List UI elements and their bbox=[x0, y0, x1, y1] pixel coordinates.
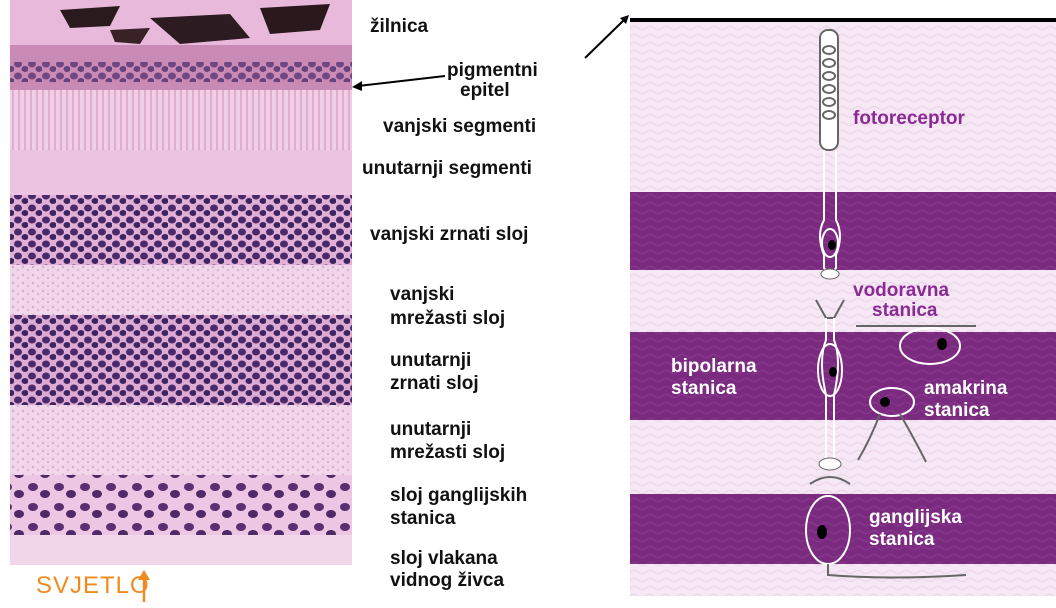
label-horizontal-line2: stanica bbox=[872, 300, 937, 322]
label-inner-plexiform-line1: unutarnji bbox=[390, 419, 471, 441]
label-horizontal-line1: vodoravna bbox=[853, 280, 949, 302]
label-pigment-epithelium-line1: pigmentni bbox=[447, 60, 538, 82]
retina-schematic bbox=[630, 0, 1056, 608]
label-inner-segments: unutarnji segmenti bbox=[362, 158, 532, 180]
leader-arrowhead-pigment bbox=[352, 81, 362, 91]
label-bipolar-line2: stanica bbox=[671, 378, 736, 400]
label-ganglion-line1: ganglijska bbox=[869, 507, 962, 529]
label-ganglion-layer-line2: stanica bbox=[390, 508, 455, 530]
label-bipolar-line1: bipolarna bbox=[671, 356, 757, 378]
label-choroid: žilnica bbox=[370, 16, 428, 38]
light-arrow-icon bbox=[136, 570, 152, 604]
label-ganglion-line2: stanica bbox=[869, 529, 934, 551]
label-photoreceptor: fotoreceptor bbox=[853, 108, 965, 130]
label-outer-nuclear: vanjski zrnati sloj bbox=[370, 224, 528, 246]
label-nerve-fiber-line2: vidnog živca bbox=[390, 570, 504, 592]
label-inner-plexiform-line2: mrežasti sloj bbox=[390, 442, 505, 464]
label-outer-segments: vanjski segmenti bbox=[383, 116, 536, 138]
label-inner-nuclear-line2: zrnati sloj bbox=[390, 373, 479, 395]
label-amacrine-line1: amakrina bbox=[924, 378, 1007, 400]
label-inner-nuclear-line1: unutarnji bbox=[390, 350, 471, 372]
label-pigment-epithelium-line2: epitel bbox=[460, 80, 510, 102]
label-outer-plexiform-line1: vanjski bbox=[390, 284, 454, 306]
label-outer-plexiform-line2: mrežasti sloj bbox=[390, 308, 505, 330]
label-ganglion-layer-line1: sloj ganglijskih bbox=[390, 485, 527, 507]
label-amacrine-line2: stanica bbox=[924, 400, 989, 422]
band-outer-nuclear bbox=[630, 192, 1056, 270]
leader-line-schematic bbox=[585, 20, 624, 58]
leader-line-pigment bbox=[358, 76, 445, 86]
label-nerve-fiber-line1: sloj vlakana bbox=[390, 548, 498, 570]
light-label-text: SVJETLO bbox=[36, 572, 150, 599]
light-label: SVJETLO bbox=[36, 572, 150, 600]
